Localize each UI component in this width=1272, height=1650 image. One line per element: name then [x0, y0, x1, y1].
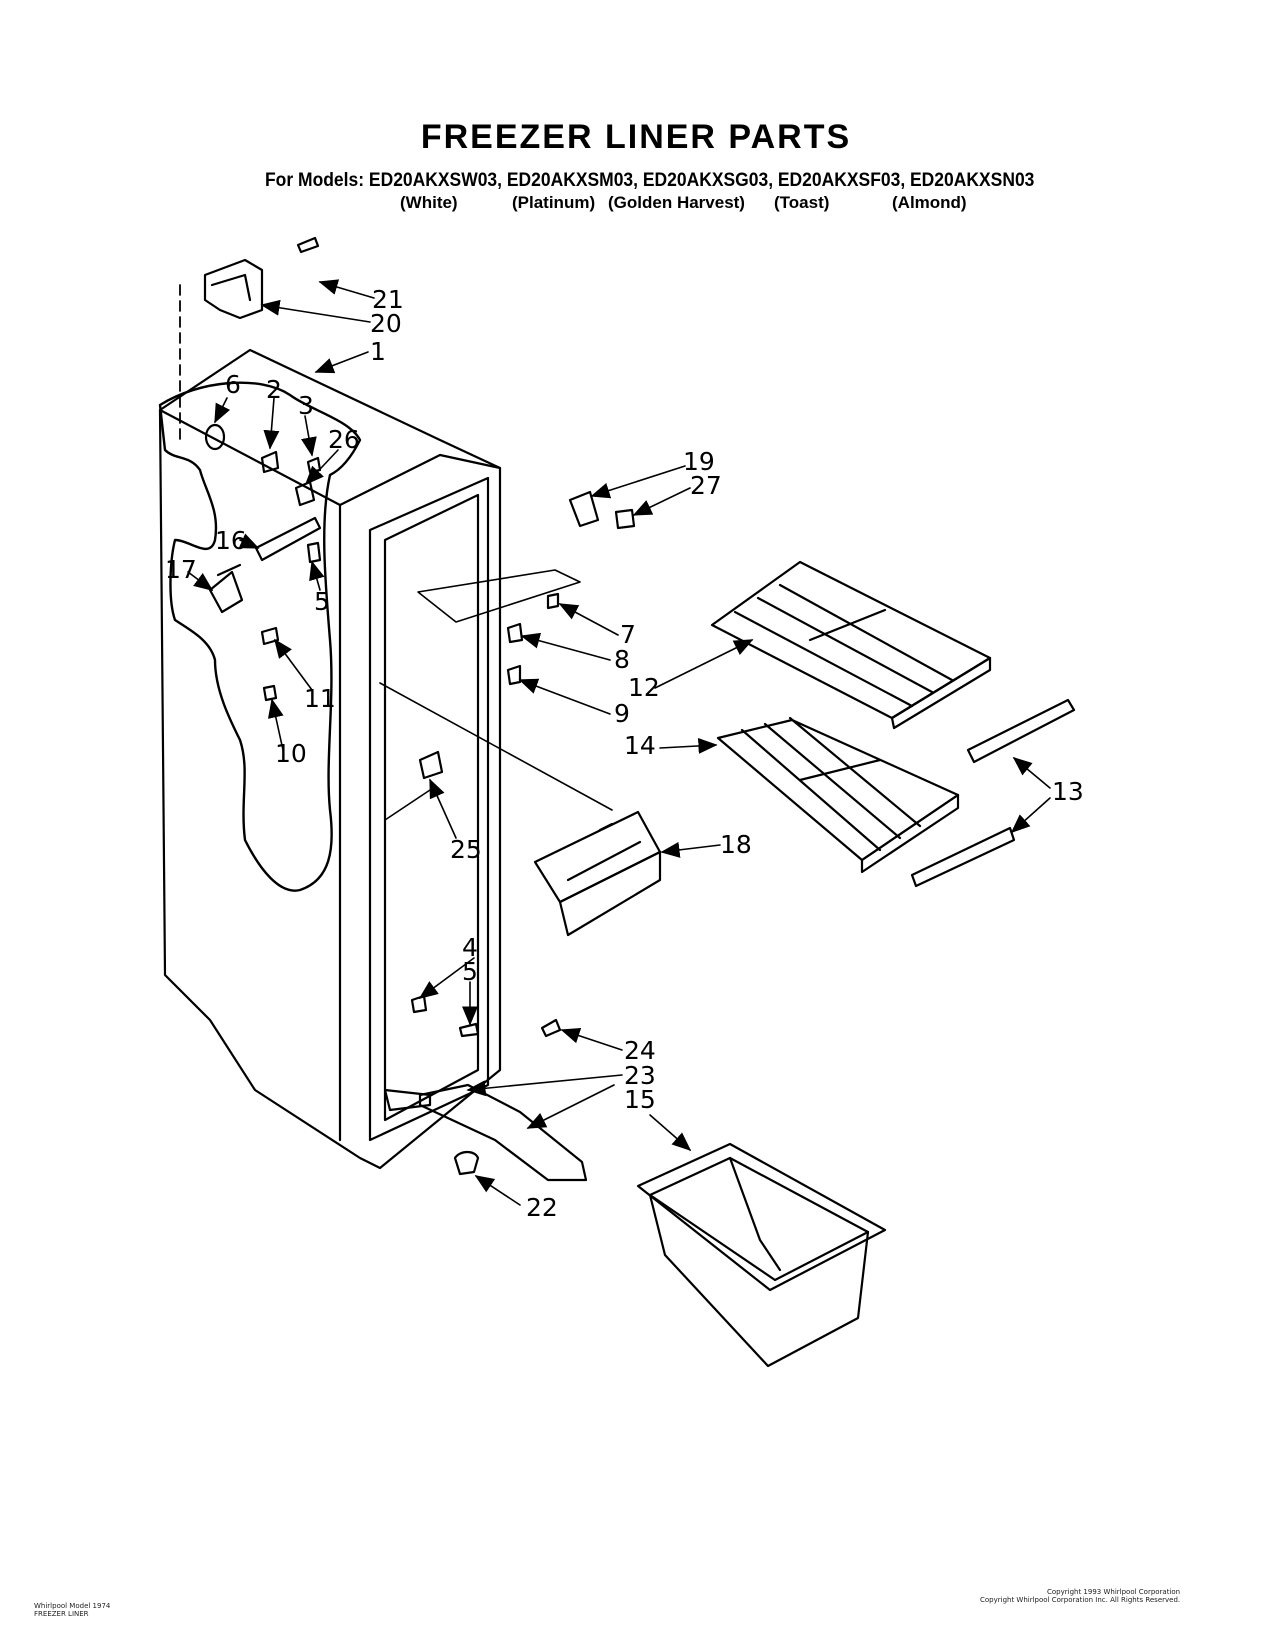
rail-part-13-upper	[966, 698, 1076, 764]
footer-left-line2: FREEZER LINER	[34, 1610, 89, 1618]
callout-26: 26	[328, 425, 360, 454]
callout-8: 8	[614, 645, 630, 674]
support-part-23	[418, 1083, 588, 1182]
callout-16: 16	[215, 526, 247, 555]
callout-20: 20	[370, 309, 402, 338]
callout-11: 11	[304, 684, 336, 713]
liner-contour	[158, 381, 362, 892]
callout-23: 23	[624, 1061, 656, 1090]
bracket-part-20	[203, 258, 264, 320]
screw-part-5b	[458, 1022, 480, 1038]
callout-13: 13	[1052, 777, 1084, 806]
callout-12: 12	[628, 673, 660, 702]
freezer-liner-body	[158, 348, 502, 1170]
callout-4: 4	[462, 933, 478, 962]
callout-14: 14	[624, 731, 656, 760]
footer-right: Copyright 1993 Whirlpool Corporation Cop…	[980, 1588, 1180, 1604]
bulb-part-27	[614, 508, 636, 530]
footer-right-line1: Copyright 1993 Whirlpool Corporation	[1047, 1588, 1181, 1596]
callout-9: 9	[614, 699, 630, 728]
part-4	[410, 994, 428, 1014]
fan-part-17	[208, 563, 244, 614]
callout-7: 7	[620, 620, 636, 649]
color-toast: (Toast)	[774, 193, 830, 212]
callout-5: 5	[462, 957, 478, 986]
color-platinum: (Platinum)	[512, 193, 596, 212]
models-line: For Models: ED20AKXSW03, ED20AKXSM03, ED…	[265, 170, 1035, 191]
callout-2: 2	[266, 375, 282, 404]
part-8	[506, 622, 524, 644]
wire-shelf-part-14	[716, 716, 960, 874]
callout-1: 1	[370, 337, 386, 366]
screw-part-10	[262, 684, 278, 702]
callout-19: 19	[683, 447, 715, 476]
callout-24: 24	[624, 1036, 656, 1065]
callout-18: 18	[720, 830, 752, 859]
bin-part-15	[636, 1142, 887, 1368]
callout-10: 10	[275, 739, 307, 768]
screw-part-24	[540, 1018, 562, 1038]
color-almond: (Almond)	[892, 193, 967, 212]
callout-21: 21	[372, 285, 404, 314]
callout-6: 6	[225, 370, 241, 399]
rail-part-13-lower	[910, 826, 1016, 888]
callout-17: 17	[165, 555, 197, 584]
footer-right-line2: Copyright Whirlpool Corporation Inc. All…	[980, 1596, 1181, 1604]
callout-15: 15	[624, 1085, 656, 1114]
footer-left-line1: Whirlpool Model 1974	[34, 1602, 111, 1610]
footer-left: Whirlpool Model 1974 FREEZER LINER	[34, 1602, 110, 1618]
wire-shelf-part-12	[710, 560, 992, 730]
callout-27: 27	[690, 471, 722, 500]
light-socket-part-19	[568, 490, 600, 528]
callout-22: 22	[526, 1193, 558, 1222]
part-7	[546, 592, 560, 610]
callout-25: 25	[450, 835, 482, 864]
shelf-cover-part-18	[533, 810, 662, 937]
callout-5: 5	[314, 587, 330, 616]
tube-part-16	[254, 516, 322, 562]
color-white: (White)	[400, 193, 458, 212]
part-2	[260, 450, 280, 474]
screw-part-5a	[306, 541, 322, 564]
sensor-part-25	[418, 750, 444, 780]
cap-part-22	[453, 1150, 480, 1176]
color-golden-harvest: (Golden Harvest)	[608, 193, 745, 212]
callout-3: 3	[298, 391, 314, 420]
plug-part-6	[204, 423, 226, 451]
page-title: FREEZER LINER PARTS	[420, 118, 852, 156]
part-9	[506, 664, 522, 686]
screw-part-21	[296, 236, 320, 254]
